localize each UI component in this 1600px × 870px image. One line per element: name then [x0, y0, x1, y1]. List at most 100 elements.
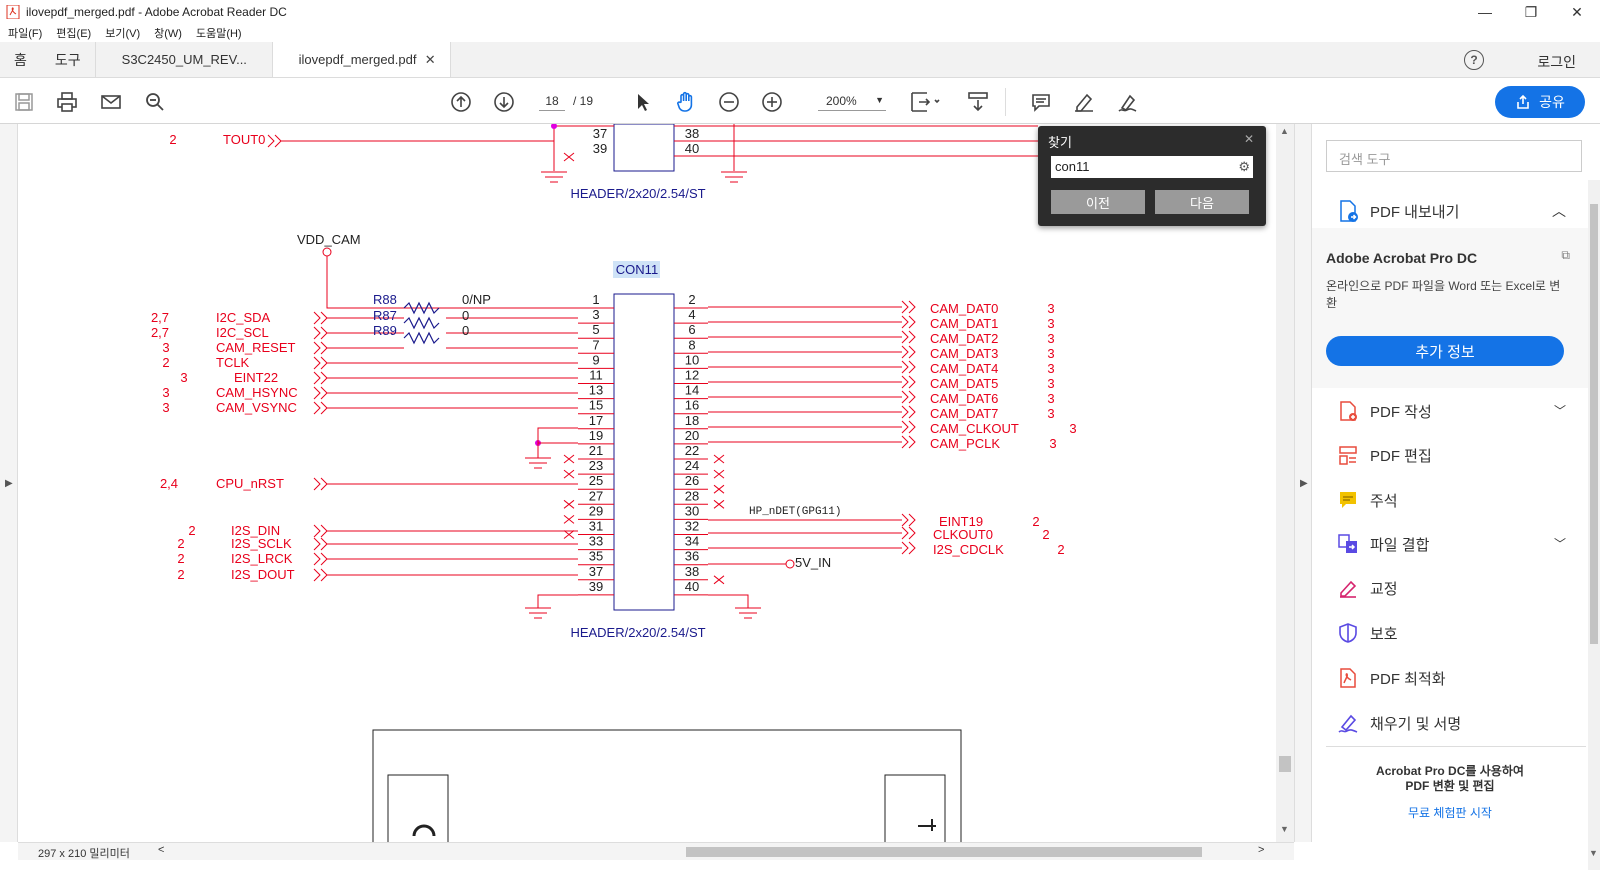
- port-arrow: [313, 568, 328, 582]
- scroll-down-icon[interactable]: ▼: [1280, 824, 1289, 834]
- pin-number: 36: [685, 549, 699, 564]
- find-close-icon[interactable]: ✕: [1243, 132, 1254, 146]
- menu-help[interactable]: 도움말(H): [195, 28, 242, 40]
- menu-edit[interactable]: 편집(E): [56, 28, 92, 40]
- scroll-down-icon[interactable]: ▼: [1589, 848, 1598, 858]
- share-button[interactable]: 공유: [1495, 86, 1585, 118]
- schematic-page: 37 39 38 40 HEADER/2x20/2.54/ST 2 TOUT0 …: [151, 124, 1077, 842]
- previous-page-icon[interactable]: [448, 89, 474, 115]
- email-icon[interactable]: [98, 89, 124, 115]
- pin-number: 12: [685, 368, 699, 383]
- next-page-icon[interactable]: [491, 89, 517, 115]
- chevron-down-icon[interactable]: ﹀: [1553, 537, 1566, 551]
- zoom-in-icon[interactable]: [759, 89, 785, 115]
- tab-tools[interactable]: 도구: [54, 51, 81, 68]
- scroll-up-icon[interactable]: ▲: [1280, 126, 1289, 136]
- highlight-pen-icon[interactable]: [1071, 89, 1097, 115]
- net-label: I2S_DOUT: [231, 567, 295, 582]
- comment-icon[interactable]: [1028, 89, 1054, 115]
- find-zoom-icon[interactable]: [142, 89, 168, 115]
- document-vertical-scrollbar[interactable]: ▲ ▼: [1276, 124, 1294, 842]
- chevron-down-icon[interactable]: ﹀: [1553, 404, 1566, 418]
- chevron-up-icon[interactable]: ︿: [1552, 203, 1566, 219]
- minimize-button[interactable]: —: [1478, 4, 1492, 20]
- sign-pen-icon[interactable]: [1115, 89, 1141, 115]
- pin-number: 34: [685, 534, 699, 549]
- document-view[interactable]: 37 39 38 40 HEADER/2x20/2.54/ST 2 TOUT0 …: [18, 124, 1276, 842]
- scrollbar-thumb[interactable]: [1590, 204, 1598, 644]
- export-pdf-header[interactable]: PDF 내보내기 ︿: [1312, 196, 1588, 226]
- no-connect-mark: [713, 499, 725, 509]
- left-panel-toggle[interactable]: ▶: [0, 124, 18, 842]
- gear-icon[interactable]: ⚙: [1238, 159, 1250, 174]
- tab-document-s3c2450[interactable]: S3C2450_UM_REV...: [94, 42, 273, 77]
- export-pdf-icon: [1336, 199, 1360, 223]
- tab-close-icon[interactable]: ✕: [424, 51, 436, 67]
- tool-combine-files[interactable]: 파일 결합 ﹀: [1312, 529, 1588, 559]
- sheet-ref: 3: [1047, 406, 1054, 421]
- tab-document-merged[interactable]: ilovepdf_merged.pdf✕: [272, 42, 451, 77]
- no-connect-mark: [563, 515, 575, 524]
- port-arrow: [313, 356, 328, 370]
- sheet-ref: 2: [177, 536, 184, 551]
- pin-number: 37: [589, 564, 603, 579]
- tab-home[interactable]: 홈: [14, 51, 27, 68]
- zoom-value: 200%: [826, 94, 857, 108]
- tool-edit-pdf[interactable]: PDF 편집: [1312, 440, 1588, 470]
- save-icon[interactable]: [11, 89, 37, 115]
- tool-comment[interactable]: 주석: [1312, 485, 1588, 515]
- tool-redact[interactable]: 교정: [1312, 573, 1588, 603]
- net-label: CAM_DAT2: [930, 331, 998, 346]
- pin-number: 38: [685, 564, 699, 579]
- sheet-ref: 2,7: [151, 325, 169, 340]
- right-panel-toggle[interactable]: ▶: [1294, 124, 1312, 842]
- close-window-button[interactable]: ✕: [1571, 3, 1583, 20]
- login-link[interactable]: 로그인: [1537, 54, 1576, 70]
- print-icon[interactable]: [54, 89, 80, 115]
- sheet-ref: 3: [1047, 361, 1054, 376]
- help-icon[interactable]: ?: [1464, 50, 1484, 70]
- tool-optimize-pdf[interactable]: PDF 최적화: [1312, 663, 1588, 693]
- find-next-button[interactable]: 다음: [1155, 190, 1249, 214]
- free-trial-link[interactable]: 무료 체험판 시작: [1408, 806, 1492, 820]
- net-label: CAM_DAT0: [930, 301, 998, 316]
- export-pdf-label: PDF 내보내기: [1370, 203, 1460, 221]
- net-label: EINT19: [939, 514, 983, 529]
- tool-search-input[interactable]: 검색 도구: [1326, 140, 1582, 172]
- pin-number: 7: [592, 337, 599, 352]
- restore-button[interactable]: ❐: [1524, 3, 1538, 20]
- more-info-button[interactable]: 추가 정보: [1326, 336, 1564, 366]
- menu-view[interactable]: 보기(V): [105, 28, 141, 40]
- menu-file[interactable]: 파일(F): [8, 28, 43, 40]
- copy-icon[interactable]: ⧉: [1561, 248, 1570, 262]
- page-number-input[interactable]: 18: [539, 91, 565, 111]
- scroll-mode-icon[interactable]: [965, 89, 991, 115]
- top-header: 37 39 38 40 HEADER/2x20/2.54/ST 2 TOUT0: [169, 124, 1038, 201]
- zoom-level-select[interactable]: 200%▼: [818, 91, 886, 111]
- net-label: CAM_PCLK: [930, 436, 1000, 451]
- pin-number: 14: [685, 383, 699, 398]
- tool-protect[interactable]: 보호: [1312, 618, 1588, 648]
- tool-create-pdf[interactable]: PDF 작성 ﹀: [1312, 396, 1588, 426]
- tools-pane-scrollbar[interactable]: ▼: [1588, 180, 1600, 870]
- zoom-out-icon[interactable]: [716, 89, 742, 115]
- pin-number: 23: [589, 458, 603, 473]
- optimize-pdf-icon: [1336, 666, 1360, 690]
- find-input[interactable]: con11: [1051, 156, 1253, 178]
- hand-tool-icon[interactable]: [673, 89, 699, 115]
- scroll-left-icon[interactable]: <: [158, 844, 165, 856]
- scrollbar-thumb[interactable]: [1279, 756, 1291, 772]
- port-arrow: [901, 541, 916, 555]
- find-previous-button[interactable]: 이전: [1051, 190, 1145, 214]
- menu-window[interactable]: 창(W): [154, 28, 182, 40]
- page-fit-icon[interactable]: [907, 89, 943, 115]
- net-label: 5V_IN: [795, 555, 831, 570]
- select-cursor-icon[interactable]: [630, 89, 656, 115]
- net-label: CLKOUT0: [933, 527, 993, 542]
- scroll-right-icon[interactable]: >: [1258, 844, 1265, 856]
- tool-fill-sign[interactable]: 채우기 및 서명: [1312, 708, 1588, 738]
- sheet-ref: 3: [1047, 301, 1054, 316]
- horizontal-scrollbar-thumb[interactable]: [686, 847, 1202, 857]
